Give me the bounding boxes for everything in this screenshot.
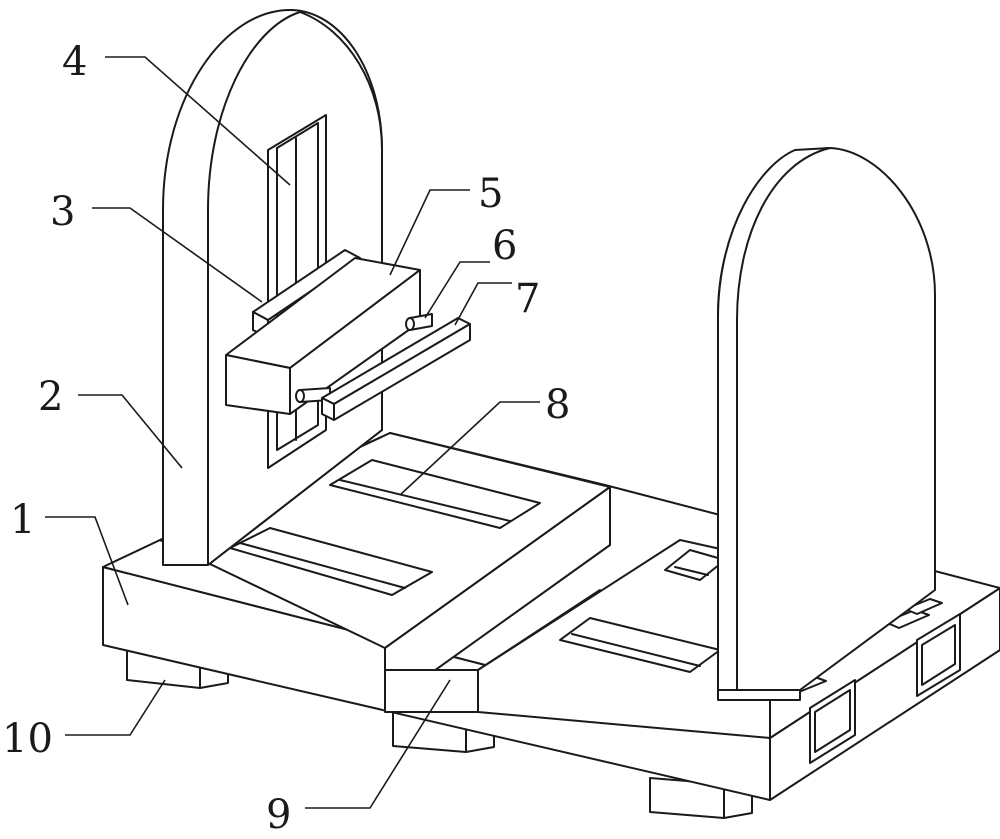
groove-8 bbox=[329, 459, 541, 529]
leader-5 bbox=[389, 189, 470, 276]
label-7: 7 bbox=[515, 276, 540, 322]
side-opening-1 bbox=[809, 679, 856, 764]
label-5: 5 bbox=[478, 171, 503, 217]
leader-6 bbox=[424, 261, 490, 319]
label-2: 2 bbox=[38, 374, 63, 420]
leader-7 bbox=[454, 282, 512, 326]
side-opening-2 bbox=[916, 613, 961, 697]
label-9: 9 bbox=[266, 792, 291, 838]
part-labels: 4 3 5 6 7 8 2 1 10 9 bbox=[2, 39, 570, 838]
label-6: 6 bbox=[492, 223, 517, 269]
label-8: 8 bbox=[545, 382, 570, 428]
leader-1 bbox=[45, 516, 129, 606]
leader-4 bbox=[105, 56, 291, 186]
leader-lines bbox=[45, 56, 540, 809]
leader-9 bbox=[305, 679, 451, 809]
label-4: 4 bbox=[62, 39, 87, 85]
label-1: 1 bbox=[10, 497, 35, 543]
moving-block-5 bbox=[225, 257, 421, 415]
right-upright bbox=[717, 147, 936, 701]
channel-floor bbox=[384, 669, 479, 713]
label-10: 10 bbox=[2, 716, 53, 762]
clamp-bar-7 bbox=[321, 317, 471, 421]
right-upright-front-edge bbox=[717, 147, 831, 691]
leader-2 bbox=[78, 394, 183, 469]
leader-10 bbox=[65, 679, 166, 736]
bar-side bbox=[333, 323, 471, 421]
label-3: 3 bbox=[50, 189, 75, 235]
leader-8 bbox=[399, 401, 540, 496]
edge-slot-3 bbox=[904, 598, 943, 615]
leader-3 bbox=[92, 207, 263, 303]
groove-front bbox=[229, 527, 433, 596]
